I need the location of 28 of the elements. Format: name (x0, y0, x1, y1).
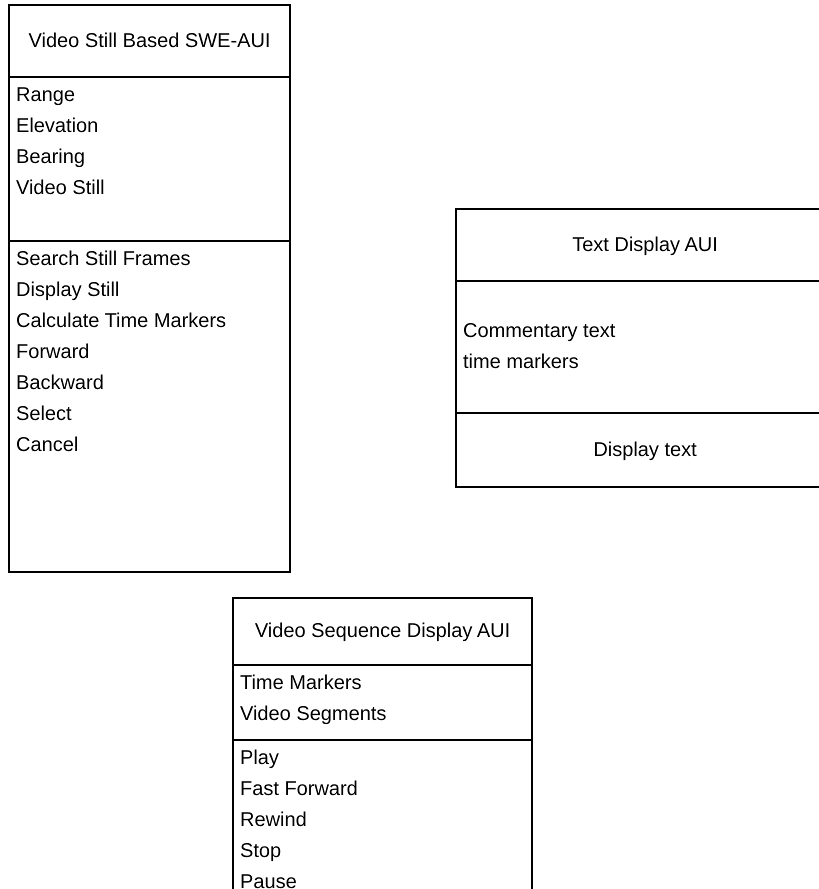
operation-text: Pause (240, 870, 297, 889)
attribute-text: Time Markers (240, 671, 362, 696)
class-name: Video Sequence Display AUI (254, 619, 512, 644)
operation-text: Backward (16, 371, 104, 396)
operation-text: Select (16, 402, 72, 427)
operation-text: Forward (16, 340, 90, 365)
operation-text: Display text (593, 438, 697, 462)
operation-text: Search Still Frames (16, 247, 190, 272)
class-box (8, 4, 291, 573)
attribute-text: time markers (463, 350, 579, 375)
operation-text: Calculate Time Markers (16, 309, 226, 334)
operation-text: Cancel (16, 433, 78, 458)
operation-text: Rewind (240, 808, 307, 833)
attribute-text: Video Still (16, 176, 105, 201)
operation-text: Stop (240, 839, 282, 864)
attribute-text: Bearing (16, 145, 85, 170)
class-box (455, 208, 819, 488)
operation-text: Display Still (16, 278, 120, 303)
attribute-text: Elevation (16, 114, 98, 139)
class-box (232, 597, 533, 889)
attribute-text: Video Segments (240, 702, 386, 727)
operation-text: Play (240, 746, 279, 771)
operation-text: Fast Forward (240, 777, 358, 802)
attribute-text: Range (16, 83, 75, 108)
class-name: Text Display AUI (571, 232, 719, 258)
operation-compartment (234, 739, 531, 889)
attribute-text: Commentary text (463, 319, 616, 344)
class-name: Video Still Based SWE-AUI (28, 28, 272, 54)
